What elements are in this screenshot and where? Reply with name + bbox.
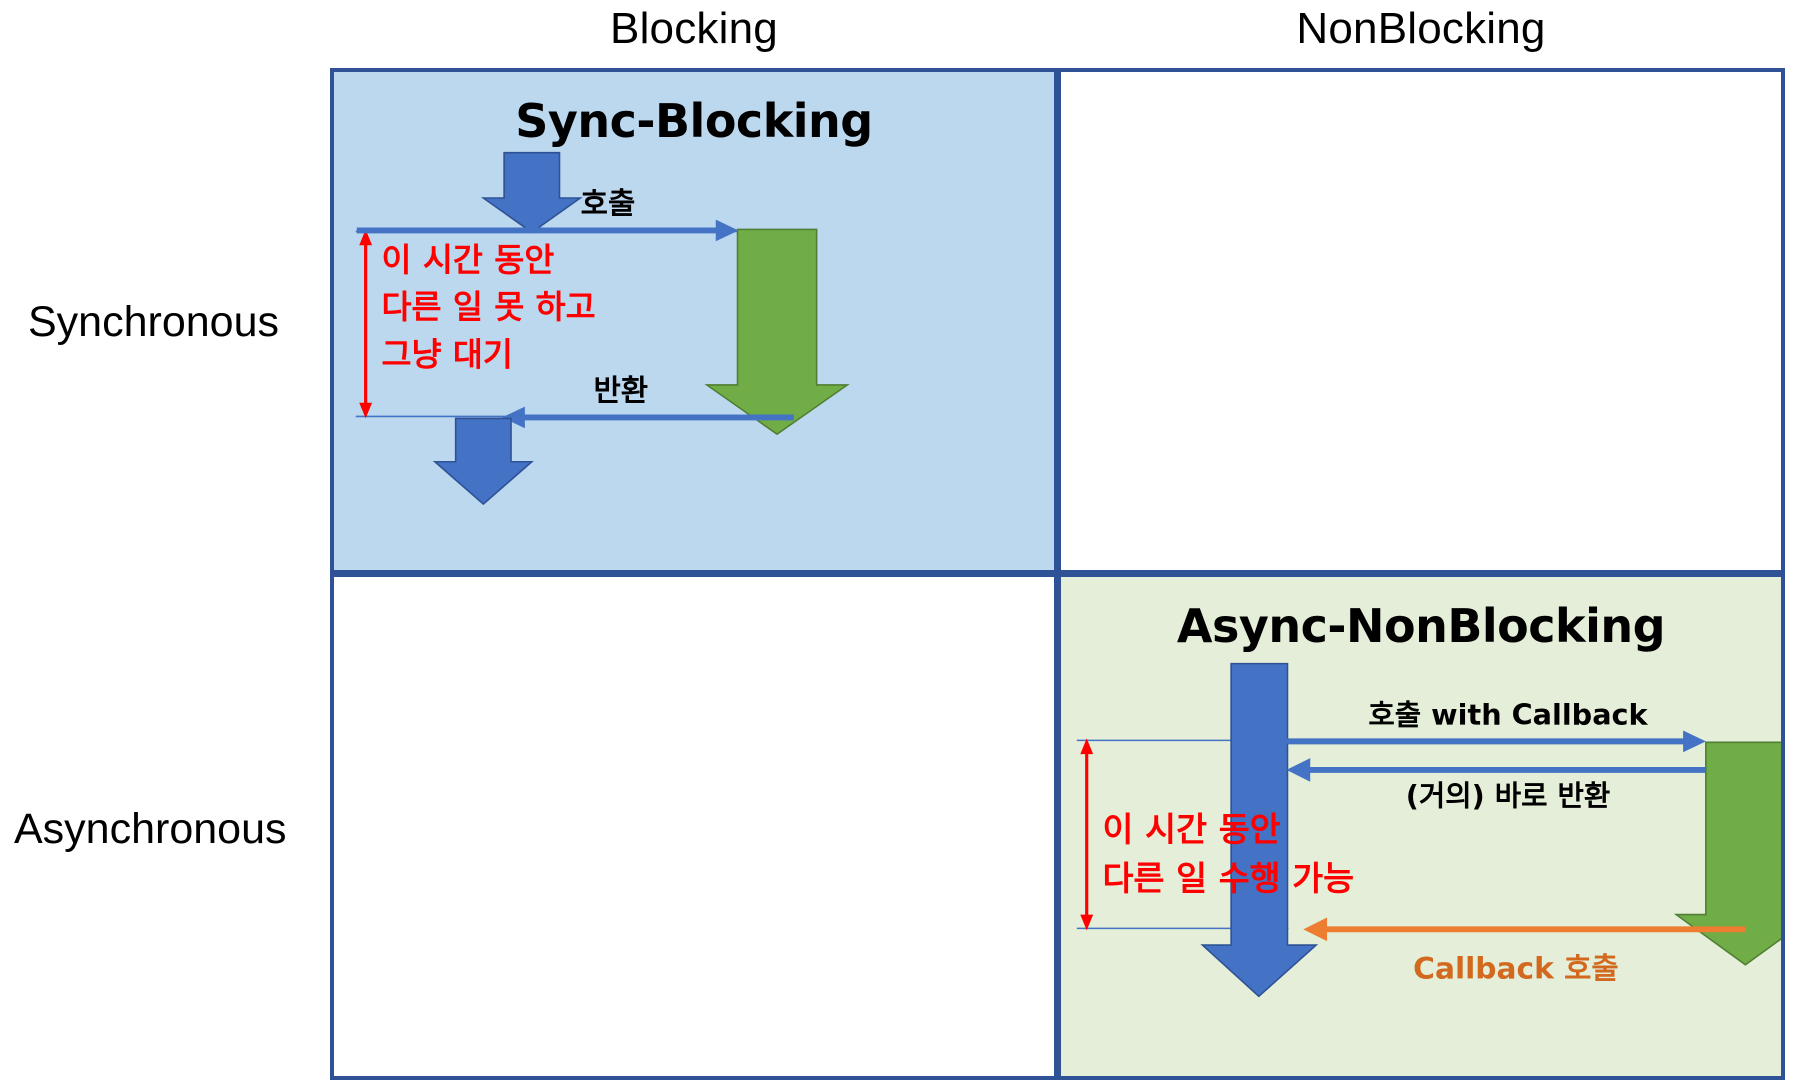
sync-call-label: 호출: [581, 187, 636, 221]
sync-note-line-1: 이 시간 동안: [381, 241, 554, 279]
sync-note-line-3: 그냥 대기: [381, 335, 512, 373]
sync-blocking-illustration: 호출 반환 이 시간 동안 다른 일 못 하고 그냥 대기: [355, 151, 850, 506]
quadrant-sync-blocking: Sync-Blocking: [330, 68, 1058, 574]
row-header-asynchronous: Asynchronous: [14, 805, 287, 854]
column-header-nonblocking: NonBlocking: [1057, 4, 1785, 54]
sync-caller-arrow-top: [480, 151, 583, 234]
async-call-label: 호출 with Callback: [1368, 698, 1648, 732]
async-note-line-2: 다른 일 수행 가능: [1103, 859, 1355, 898]
column-header-blocking-label: Blocking: [610, 4, 778, 53]
async-return-label: (거의) 바로 반환: [1406, 778, 1610, 812]
column-header-blocking: Blocking: [330, 4, 1058, 54]
quadrant-async-nonblocking: Async-NonBlocking: [1057, 573, 1785, 1080]
async-nonblocking-illustration: 호출 with Callback (거의) 바로 반환 Callback 호출 …: [1076, 662, 1781, 998]
async-callback-arrow: [1303, 917, 1746, 942]
quadrant-async-blocking: [330, 573, 1058, 1080]
sync-call-arrow: [356, 219, 739, 242]
row-header-synchronous: Synchronous: [28, 298, 279, 347]
sync-return-arrow: [502, 406, 794, 429]
async-free-duration-arrow: [1080, 738, 1094, 931]
quadrant-sync-blocking-title: Sync-Blocking: [515, 94, 873, 148]
sync-wait-duration-arrow: [359, 229, 373, 419]
quadrant-async-nonblocking-title: Async-NonBlocking: [1176, 599, 1666, 653]
async-note-line-1: 이 시간 동안: [1103, 810, 1281, 849]
sync-return-label: 반환: [594, 374, 649, 408]
quadrant-sync-nonblocking: [1057, 68, 1785, 574]
sync-caller-arrow-bottom: [432, 417, 534, 506]
async-return-arrow: [1286, 758, 1706, 782]
row-header-synchronous-label: Synchronous: [28, 298, 279, 346]
sync-callee-arrow: [704, 228, 850, 436]
column-header-nonblocking-label: NonBlocking: [1296, 4, 1546, 53]
async-callback-label: Callback 호출: [1413, 952, 1619, 986]
quadrant-matrix: Sync-Blocking: [330, 68, 1785, 1080]
row-header-asynchronous-label: Asynchronous: [14, 805, 287, 853]
async-caller-arrow: [1200, 662, 1319, 998]
sync-note-line-2: 다른 일 못 하고: [381, 288, 595, 326]
async-call-arrow: [1286, 730, 1706, 753]
async-callee-arrow: [1673, 741, 1781, 966]
